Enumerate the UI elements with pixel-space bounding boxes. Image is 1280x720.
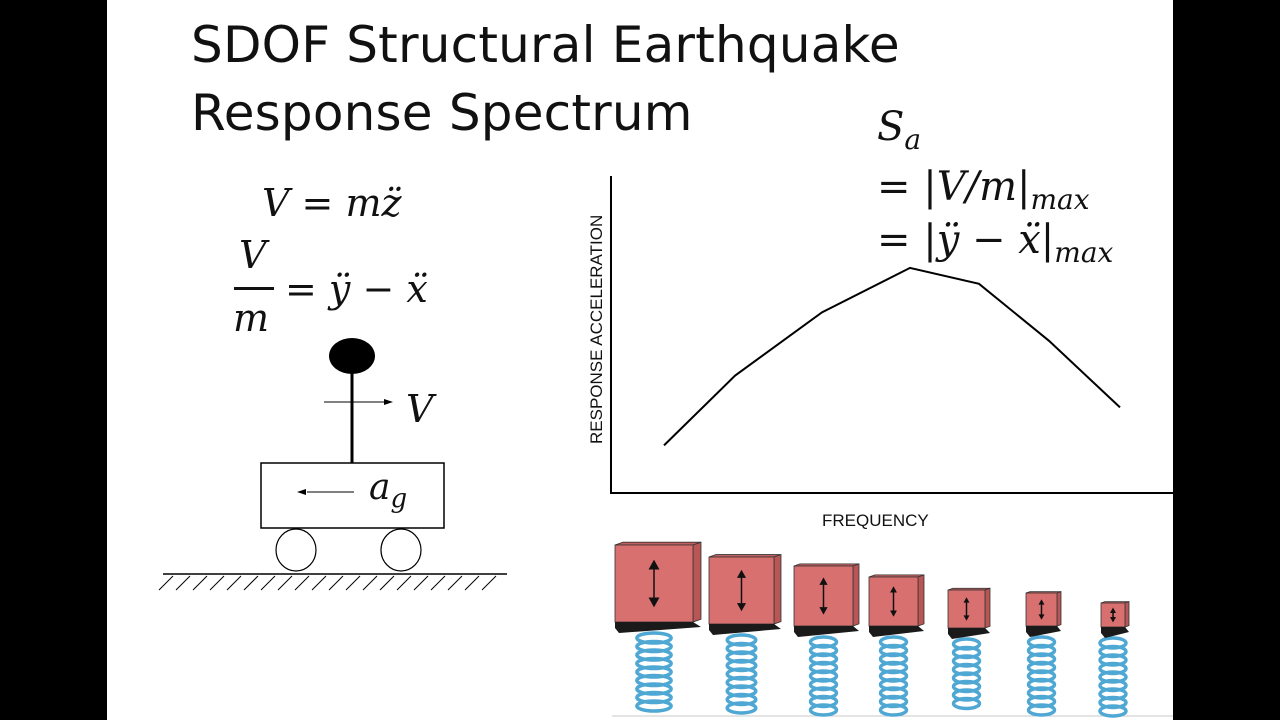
force-arrowhead [384,399,393,405]
slide-title-line1: SDOF Structural Earthquake [191,16,900,74]
hatch-mark [192,575,208,591]
max-subscript-1: max [1030,183,1090,216]
hatch-mark [464,575,480,591]
ratio-numerator: V [239,233,267,277]
spring-coil [878,703,909,717]
ground-accel-subscript: g [390,484,408,515]
max-subscript-2: max [1054,236,1114,269]
hatch-mark [362,575,378,591]
response-curve [663,266,1121,447]
hatch-mark [243,575,259,591]
ground-accel-label: ag [369,467,408,515]
hatch-mark [379,575,395,591]
mass-spring-unit-4 [868,574,925,717]
spring-coil [1026,703,1057,717]
mass-spring-unit-7 [1098,601,1130,718]
shear-equation: V = mz̈ [262,181,402,225]
spring-coil [725,701,758,715]
spring-coil [1098,704,1128,718]
hatch-mark [311,575,327,591]
spring-plate [1101,627,1129,638]
hatch-mark [447,575,463,591]
spring-plate [1026,626,1061,637]
spring-plate [948,628,990,639]
hatch-mark [430,575,446,591]
hatch-mark [175,575,191,591]
response-spectrum-chart [610,176,1173,494]
mass-spring-unit-5 [947,587,991,711]
sa-equals-accel: = |ÿ − ẍ|max [877,217,1114,269]
mass-block [708,556,775,625]
hatch-mark [345,575,361,591]
spring-plate [869,626,924,637]
slide-title-line2: Response Spectrum [191,84,693,142]
hatch-mark [277,575,293,591]
spring-plate [709,624,781,635]
ground-hatch [158,575,497,591]
hatch-mark [413,575,429,591]
force-label: V [406,387,434,431]
sa-symbol: Sa [877,104,922,156]
sa-equals-vm: = |V/m|max [877,164,1090,216]
mass-spring-unit-6 [1025,591,1062,717]
hatch-mark [294,575,310,591]
spring-plate [615,622,701,633]
cart [260,462,445,529]
sa-subscript: a [904,123,922,156]
mass-ball [329,338,375,374]
hatch-mark [328,575,344,591]
spring-coil [808,703,839,717]
mass-spring-illustration [612,541,1173,718]
ground-accel-arrowhead [297,489,306,495]
spring-coil [635,699,673,713]
fraction-bar [234,287,274,290]
spring-plate [794,626,859,637]
hatch-mark [209,575,225,591]
ratio-denominator: m [233,296,270,340]
slide: SDOF Structural Earthquake Response Spec… [107,0,1173,720]
mass-spring-unit-1 [614,541,702,713]
left-wheel [275,528,317,572]
mass-spring-unit-2 [708,553,782,715]
hatch-mark [158,575,174,591]
hatch-mark [226,575,242,591]
x-axis-label: FREQUENCY [822,511,929,530]
sdof-diagram [158,338,507,591]
spring-coil [951,696,982,711]
ratio-rhs: = ÿ − ẍ [285,267,428,311]
hatch-mark [396,575,412,591]
right-wheel [380,528,422,572]
hatch-mark [481,575,497,591]
hatch-mark [260,575,276,591]
mass-spring-unit-3 [793,563,860,717]
